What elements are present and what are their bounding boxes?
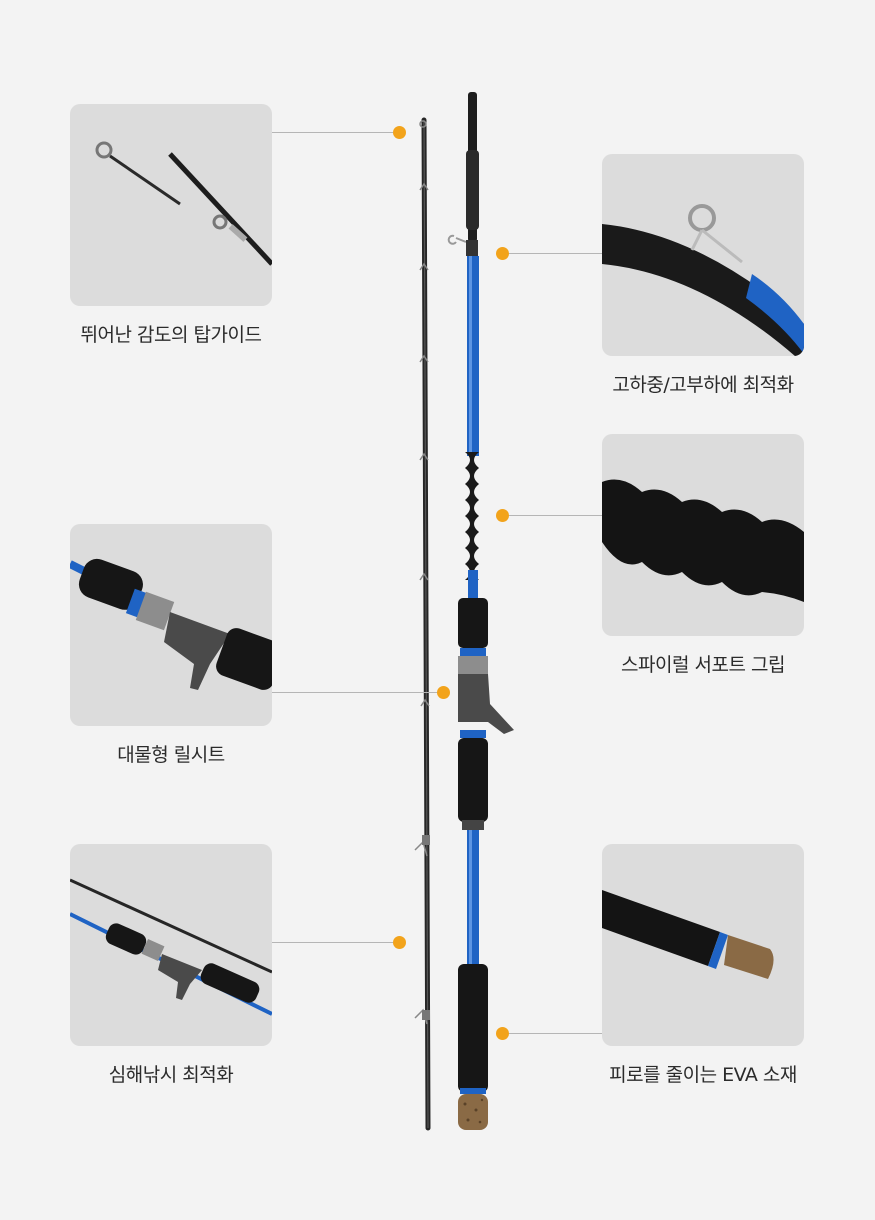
- connector-line-4: [502, 253, 602, 254]
- marker-dot-2: [437, 686, 450, 699]
- feature-caption-reel-seat: 대물형 릴시트: [117, 744, 225, 766]
- marker-dot-6: [496, 1027, 509, 1040]
- feature-card-high-load: [602, 154, 804, 356]
- marker-dot-4: [496, 247, 509, 260]
- reel-seat-photo: [70, 558, 272, 690]
- deep-sea-rod-photo: [70, 878, 272, 1016]
- thin-rod: [414, 117, 431, 1131]
- connector-line-1: [272, 132, 399, 133]
- connector-line-6: [502, 1033, 602, 1034]
- spiral-grip-photo: [602, 479, 804, 602]
- marker-dot-1: [393, 126, 406, 139]
- connector-line-3: [272, 942, 399, 943]
- feature-caption-eva: 피로를 줄이는 EVA 소재: [609, 1064, 797, 1086]
- high-load-guide-photo: [602, 204, 804, 356]
- eva-grip-photo: [602, 890, 774, 979]
- connector-line-2: [272, 692, 439, 693]
- blue-rod: [447, 92, 514, 1130]
- feature-card-eva: [602, 844, 804, 1046]
- feature-card-spiral-grip: [602, 434, 804, 636]
- connector-line-5: [502, 515, 602, 516]
- marker-dot-5: [496, 509, 509, 522]
- feature-caption-spiral-grip: 스파이럴 서포트 그립: [621, 654, 785, 676]
- feature-caption-deep-sea: 심해낚시 최적화: [108, 1064, 234, 1086]
- feature-card-top-guide: [70, 104, 272, 306]
- feature-card-reel-seat: [70, 524, 272, 726]
- marker-dot-3: [393, 936, 406, 949]
- feature-caption-high-load: 고하중/고부하에 최적화: [612, 374, 794, 396]
- feature-caption-top-guide: 뛰어난 감도의 탑가이드: [80, 324, 262, 346]
- feature-card-deep-sea: [70, 844, 272, 1046]
- top-guide-photo: [95, 141, 272, 266]
